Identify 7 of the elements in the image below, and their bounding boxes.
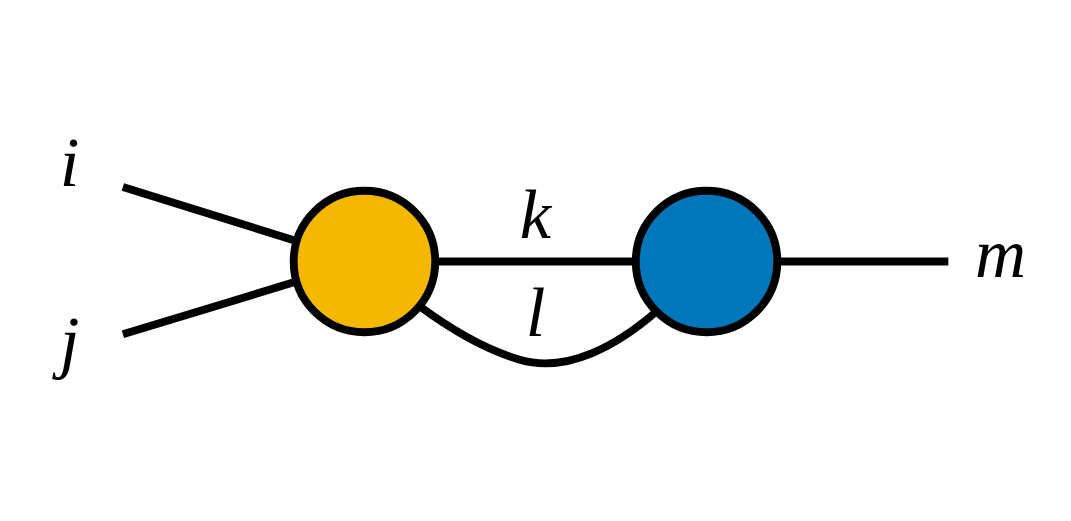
- connector: [417, 303, 659, 368]
- edge-label: l: [525, 272, 546, 351]
- node-circle: [289, 186, 440, 337]
- node-circle: [631, 186, 782, 337]
- node-text: m: [974, 213, 1027, 292]
- node-text: i: [59, 123, 80, 202]
- edge-label: k: [519, 174, 552, 253]
